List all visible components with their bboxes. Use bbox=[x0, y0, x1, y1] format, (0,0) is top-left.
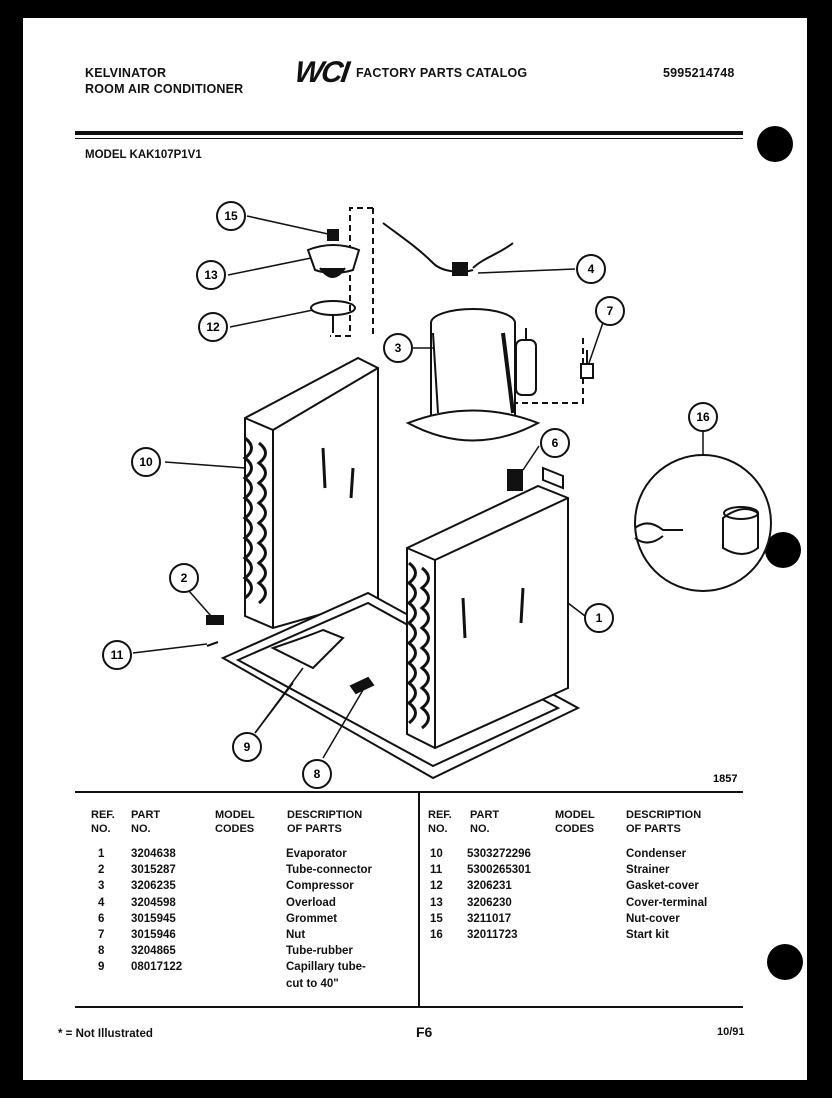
header-model-codes: MODEL CODES bbox=[215, 809, 255, 835]
parts-row-desc: Tube-rubber bbox=[286, 945, 353, 958]
exploded-parts-diagram: 15 13 12 4 7 3 16 6 10 2 1 11 9 8 1857 bbox=[102, 201, 772, 789]
figure-number: 1857 bbox=[713, 773, 737, 785]
parts-row-part: 3204598 bbox=[131, 896, 176, 909]
parts-row-desc: cut to 40" bbox=[286, 977, 339, 990]
punch-hole-bottom bbox=[767, 944, 803, 980]
callout-9: 9 bbox=[244, 740, 251, 754]
callout-10: 10 bbox=[139, 455, 153, 469]
header-ref-no-right: REF. NO. bbox=[428, 809, 452, 835]
parts-row-part: 32011723 bbox=[467, 929, 518, 941]
parts-row-part: 08017122 bbox=[131, 961, 183, 974]
parts-row-ref: 1 bbox=[98, 848, 105, 860]
not-illustrated-note: * = Not Illustrated bbox=[58, 1028, 153, 1040]
brand-name: KELVINATOR bbox=[85, 66, 167, 80]
table-bottom-rule bbox=[75, 1006, 743, 1008]
table-divider bbox=[418, 791, 420, 1007]
parts-row-desc: Nut bbox=[286, 929, 306, 941]
parts-row-ref: 9 bbox=[98, 961, 105, 974]
parts-row-part: 3204638 bbox=[131, 848, 176, 860]
parts-row-part: 3015946 bbox=[131, 929, 176, 941]
parts-row-part: 3211017 bbox=[467, 912, 512, 925]
parts-row-ref: 10 bbox=[430, 848, 443, 860]
callout-12: 12 bbox=[206, 320, 220, 334]
parts-row-ref: 8 bbox=[98, 945, 105, 958]
punch-hole-middle bbox=[765, 532, 801, 568]
parts-row-part: 5300265301 bbox=[467, 864, 531, 877]
parts-row-desc: Compressor bbox=[286, 880, 354, 893]
header-model-codes-right: MODEL CODES bbox=[555, 809, 595, 835]
model-label: MODEL KAK107P1V1 bbox=[85, 149, 202, 161]
parts-row-desc: Start kit bbox=[626, 929, 669, 941]
parts-row-ref: 16 bbox=[430, 929, 443, 941]
callout-1: 1 bbox=[596, 611, 603, 625]
parts-row-desc: Grommet bbox=[286, 912, 338, 925]
parts-row-part: 3015945 bbox=[131, 912, 176, 925]
callout-16: 16 bbox=[696, 410, 710, 424]
table-top-rule bbox=[75, 791, 743, 793]
wci-logo: WCI bbox=[292, 56, 350, 89]
parts-row-desc: Tube-connector bbox=[286, 864, 373, 877]
parts-row-ref: 3 bbox=[98, 880, 105, 893]
callout-7: 7 bbox=[607, 304, 614, 318]
parts-row-ref: 6 bbox=[98, 912, 105, 925]
callout-4: 4 bbox=[588, 262, 595, 276]
parts-row-part: 3204865 bbox=[131, 945, 176, 958]
parts-row-part: 5303272296 bbox=[467, 848, 531, 860]
header-ref-no: REF. NO. bbox=[91, 809, 115, 835]
callout-2: 2 bbox=[181, 571, 188, 585]
catalog-page: KELVINATOR ROOM AIR CONDITIONER WCI FACT… bbox=[23, 18, 807, 1080]
parts-row-ref: 11 bbox=[430, 864, 443, 877]
parts-row-ref: 4 bbox=[98, 896, 105, 909]
parts-row-ref: 13 bbox=[430, 896, 443, 909]
page-code: F6 bbox=[416, 1024, 433, 1040]
parts-row-desc: Evaporator bbox=[286, 848, 347, 860]
parts-row-desc: Condenser bbox=[626, 848, 687, 860]
callout-6: 6 bbox=[552, 436, 559, 450]
parts-row-desc: Overload bbox=[286, 896, 336, 909]
parts-row-part: 3206231 bbox=[467, 880, 512, 893]
catalog-number: 5995214748 bbox=[663, 66, 735, 80]
parts-row-ref: 12 bbox=[430, 880, 443, 893]
catalog-title: FACTORY PARTS CATALOG bbox=[356, 66, 528, 80]
parts-row-ref: 7 bbox=[98, 929, 105, 941]
callout-8: 8 bbox=[314, 767, 321, 781]
parts-row-ref: 2 bbox=[98, 864, 105, 877]
parts-row-part: 3206230 bbox=[467, 896, 512, 909]
product-type: ROOM AIR CONDITIONER bbox=[85, 82, 244, 96]
parts-row-desc: Nut-cover bbox=[626, 912, 680, 925]
callout-15: 15 bbox=[224, 209, 238, 223]
parts-row-desc: Capillary tube- bbox=[286, 961, 366, 974]
parts-row-desc: Gasket-cover bbox=[626, 880, 699, 893]
catalog-date: 10/91 bbox=[717, 1026, 745, 1038]
parts-row-ref: 15 bbox=[430, 912, 443, 925]
header-part-no-right: PART NO. bbox=[470, 809, 500, 835]
parts-row-part: 3206235 bbox=[131, 880, 176, 893]
header-description: DESCRIPTION OF PARTS bbox=[287, 809, 363, 835]
callout-11: 11 bbox=[111, 648, 124, 662]
header-description-right: DESCRIPTION OF PARTS bbox=[626, 809, 702, 835]
parts-row-part: 3015287 bbox=[131, 864, 176, 877]
punch-hole-top bbox=[757, 126, 793, 162]
parts-row-desc: Strainer bbox=[626, 864, 670, 877]
header-part-no: PART NO. bbox=[131, 809, 161, 835]
callout-13: 13 bbox=[204, 268, 218, 282]
callout-3: 3 bbox=[395, 341, 402, 355]
parts-row-desc: Cover-terminal bbox=[626, 896, 708, 909]
header-rule bbox=[75, 131, 743, 135]
header-rule-thin bbox=[75, 138, 743, 139]
